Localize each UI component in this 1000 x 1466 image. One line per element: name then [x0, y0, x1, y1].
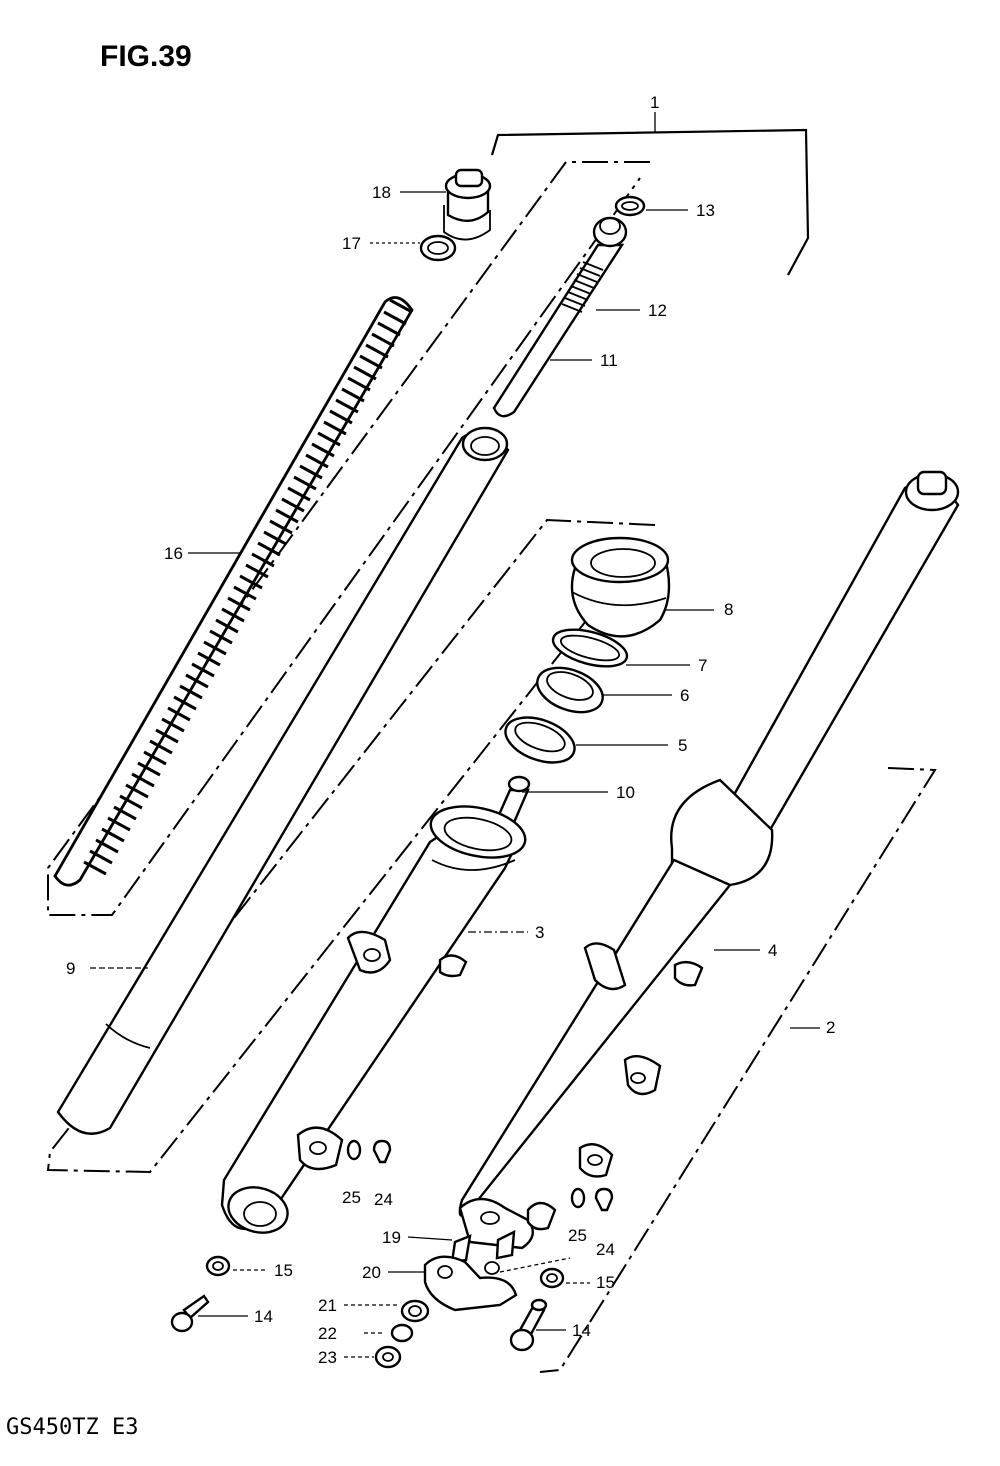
label-13: 13 [696, 201, 715, 220]
label-15-right: 15 [596, 1273, 615, 1292]
circlip-7 [551, 628, 629, 668]
assembly-bracket-1 [490, 112, 810, 276]
label-1: 1 [650, 93, 659, 112]
leader-lines [90, 191, 820, 1358]
inner-tube-9 [56, 426, 510, 1135]
label-12: 12 [648, 301, 667, 320]
label-14-right: 14 [572, 1321, 591, 1340]
label-20: 20 [362, 1263, 381, 1282]
label-14-left: 14 [254, 1307, 273, 1326]
ring-13 [614, 195, 646, 217]
label-25-left: 25 [342, 1188, 361, 1207]
label-18: 18 [372, 183, 391, 202]
label-5: 5 [678, 736, 687, 755]
label-17: 17 [342, 234, 361, 253]
figure-title: FIG.39 [100, 40, 192, 73]
fork-spring-16 [53, 296, 414, 887]
rebound-spring-12 [561, 261, 604, 313]
label-15-left: 15 [274, 1261, 293, 1280]
label-25-right: 25 [568, 1226, 587, 1245]
label-22: 22 [318, 1324, 337, 1343]
label-16: 16 [164, 544, 183, 563]
oil-seal-6 [536, 666, 604, 714]
damper-rod-11 [492, 216, 628, 418]
o-ring-17 [419, 234, 457, 262]
label-6: 6 [680, 686, 689, 705]
dust-boot-8 [570, 536, 671, 638]
label-11: 11 [600, 351, 618, 370]
outer-tube-3 [220, 805, 527, 1234]
cap-bolt-18 [443, 168, 492, 241]
group-outline-inner [46, 161, 937, 1373]
label-2: 2 [826, 1018, 835, 1037]
model-code: GS450TZ E3 [6, 1415, 139, 1440]
washer-5 [504, 716, 576, 764]
fork-leg-4 [458, 470, 960, 1250]
label-21: 21 [318, 1296, 337, 1315]
label-7: 7 [698, 656, 707, 675]
label-19: 19 [382, 1228, 401, 1247]
label-4: 4 [768, 941, 777, 960]
label-9: 9 [66, 959, 75, 978]
label-8: 8 [724, 600, 733, 619]
label-23: 23 [318, 1348, 337, 1367]
label-24-right: 24 [596, 1240, 615, 1259]
label-10: 10 [616, 783, 635, 802]
hardware-parts [170, 1139, 614, 1369]
label-3: 3 [535, 923, 544, 942]
label-24-left: 24 [374, 1190, 393, 1209]
part-labels: 1 2 3 4 5 6 7 8 9 10 11 12 13 14 14 15 1… [66, 93, 835, 1367]
